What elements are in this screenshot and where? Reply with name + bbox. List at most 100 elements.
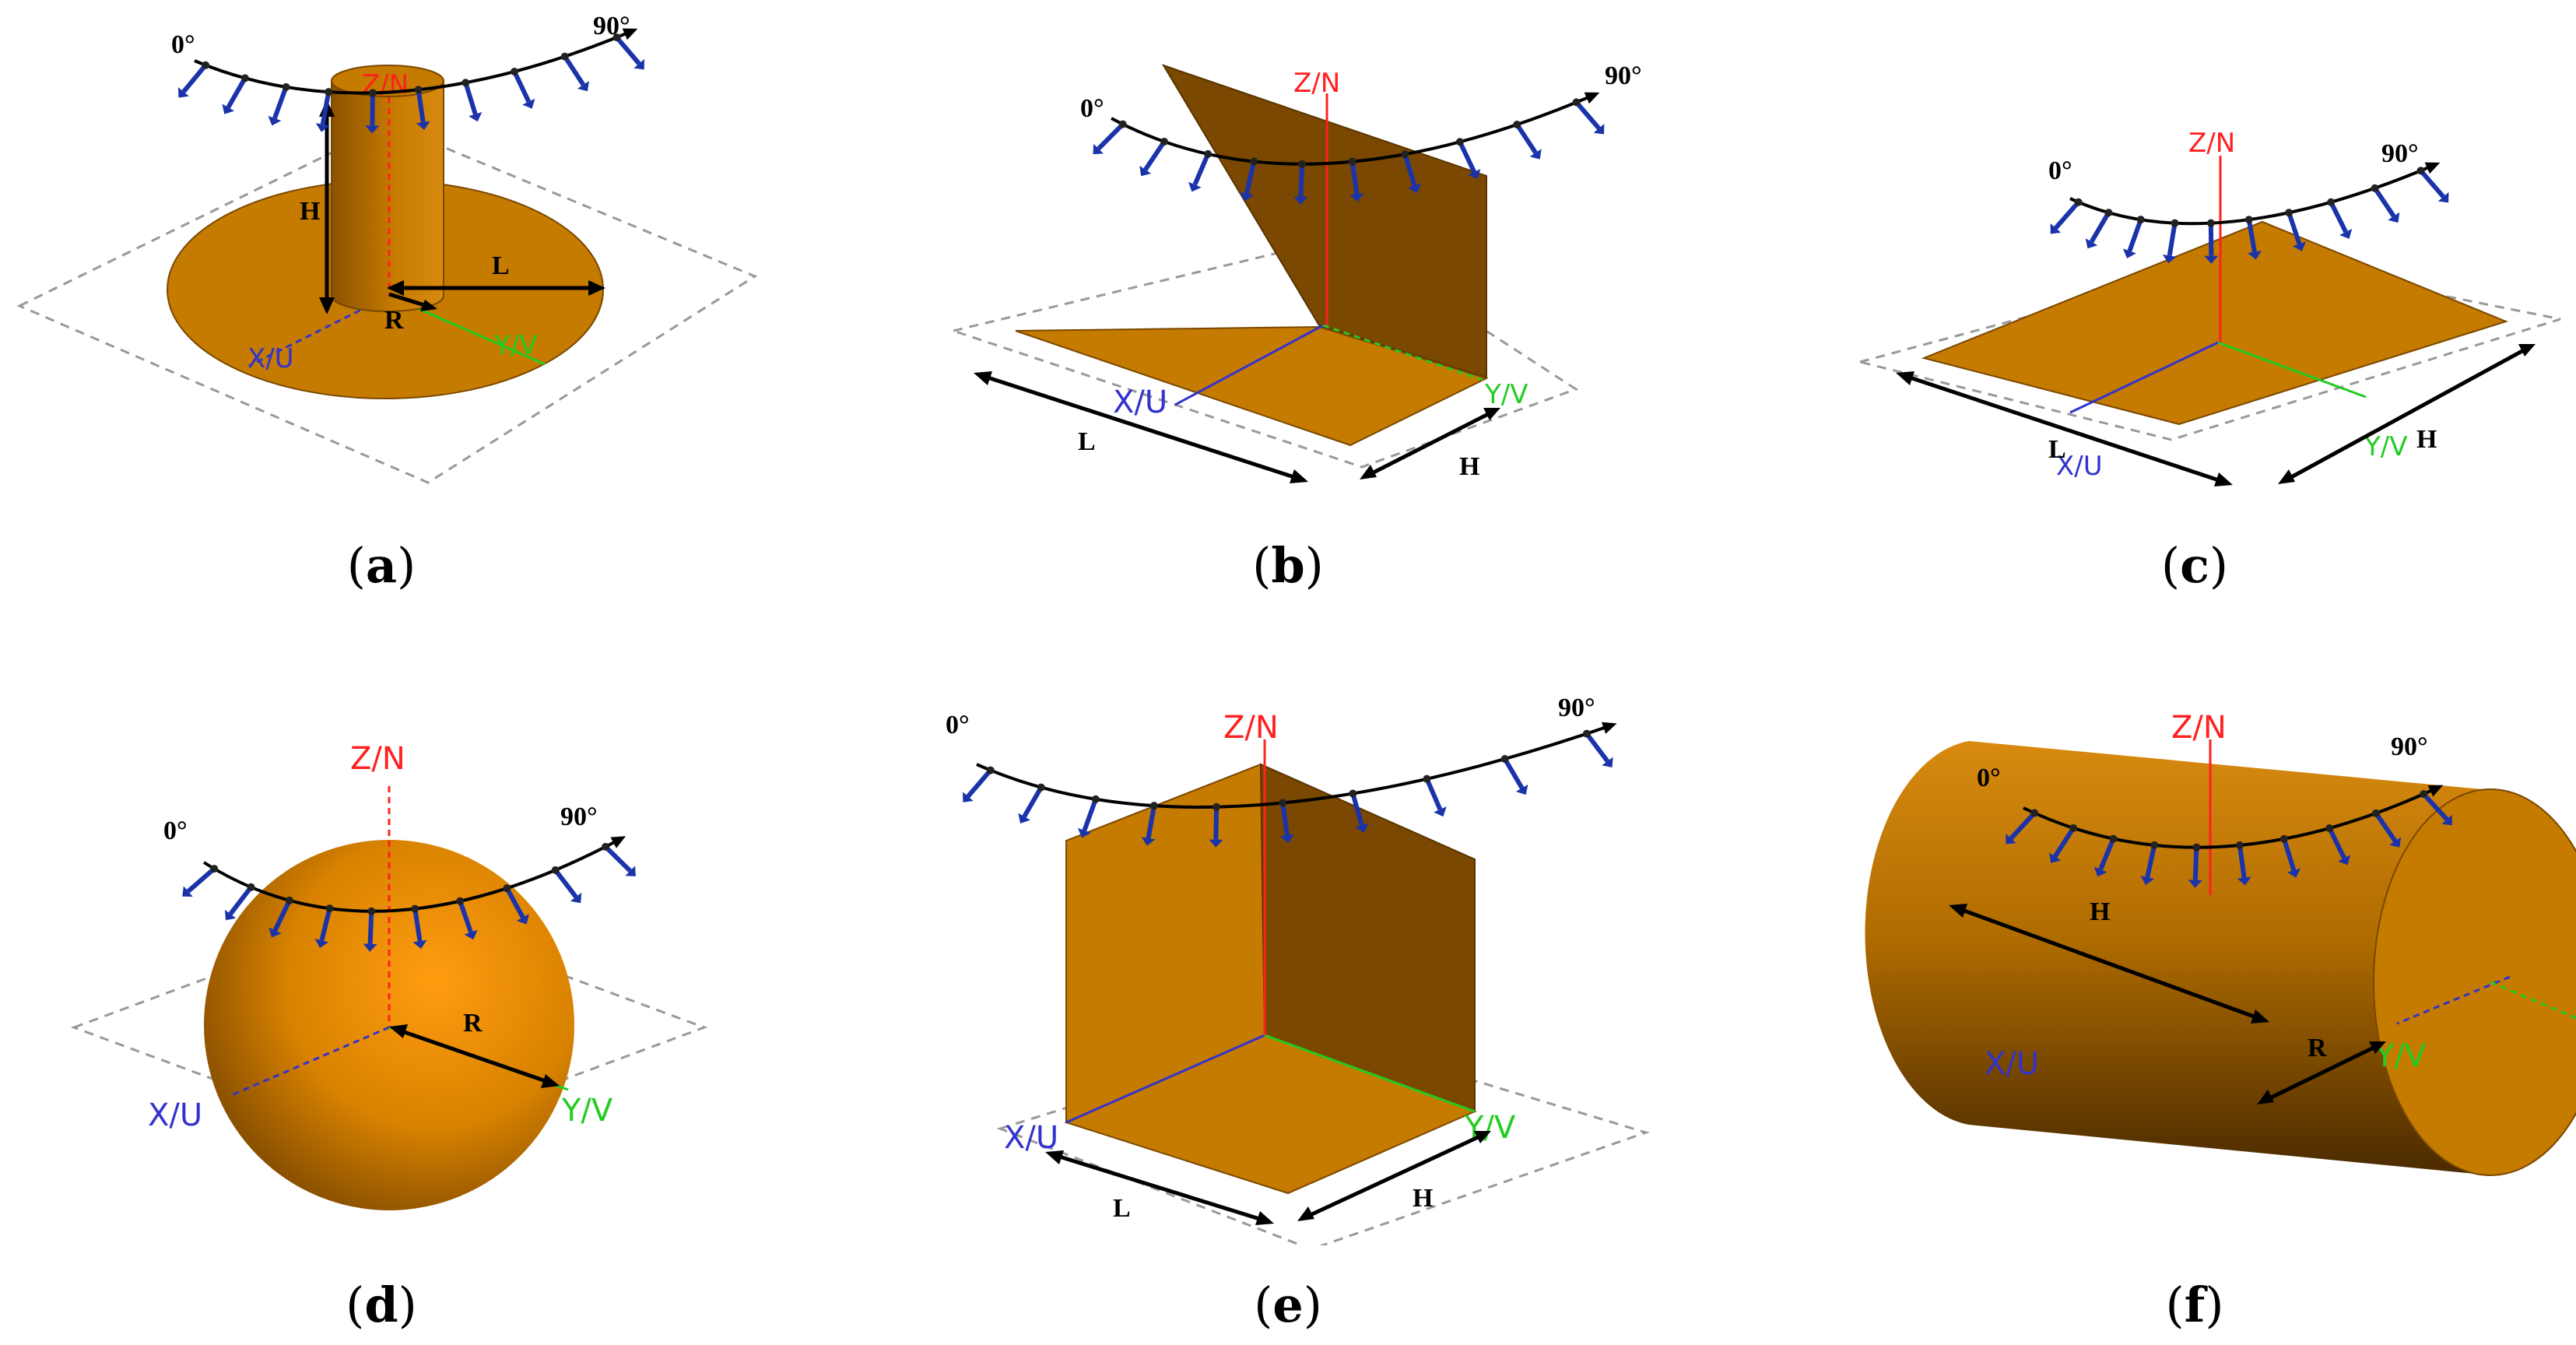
dim-arrowhead bbox=[588, 280, 605, 296]
direction-arrowhead bbox=[1407, 183, 1422, 194]
x-axis-label: X/U bbox=[247, 343, 294, 374]
arc-node bbox=[1118, 120, 1127, 128]
direction-arrow bbox=[186, 866, 216, 894]
direction-arrowhead bbox=[1141, 837, 1156, 846]
arc-node bbox=[2279, 834, 2288, 843]
angle-end-label: 90° bbox=[2391, 732, 2428, 761]
direction-arrowhead bbox=[2140, 876, 2155, 885]
direction-arrowhead bbox=[2339, 228, 2353, 239]
direction-arrowhead bbox=[1593, 124, 1605, 135]
direction-arrowhead bbox=[224, 909, 237, 921]
x-axis-label: X/U bbox=[148, 1097, 202, 1133]
dim-arrowhead bbox=[420, 300, 437, 311]
arc-node bbox=[1250, 157, 1258, 166]
x-axis-line bbox=[2069, 341, 2219, 414]
direction-arrowhead bbox=[1279, 834, 1294, 844]
direction-arrow bbox=[1402, 153, 1417, 187]
angle-arc bbox=[2050, 162, 2449, 264]
arc-node bbox=[2136, 216, 2145, 224]
arc-end-arrowhead bbox=[1584, 92, 1600, 104]
arc-node bbox=[1513, 121, 1521, 129]
angle-arc bbox=[963, 722, 1617, 848]
direction-arrow bbox=[1082, 798, 1098, 831]
arc-end-arrowhead bbox=[622, 28, 638, 40]
direction-arrow bbox=[2373, 187, 2396, 218]
arc-node bbox=[2104, 209, 2113, 217]
dim-arrowhead bbox=[1483, 408, 1500, 420]
dim-arrowhead bbox=[1896, 371, 1914, 385]
direction-arrowhead bbox=[625, 866, 636, 876]
arc-node bbox=[503, 884, 511, 893]
dim-arrowhead bbox=[1474, 1131, 1491, 1143]
arc-node bbox=[2420, 790, 2428, 799]
direction-arrowhead bbox=[314, 939, 329, 948]
direction-arrowhead bbox=[412, 939, 427, 950]
direction-arrow bbox=[603, 845, 632, 873]
direction-arrow bbox=[2089, 211, 2111, 244]
direction-arrowhead bbox=[1468, 168, 1481, 179]
panel-c-diagram: Z/N X/U Y/V L H 0° 90° bbox=[1855, 128, 2561, 486]
angle-arc bbox=[182, 836, 636, 952]
dim-arrowhead bbox=[974, 371, 992, 385]
arc-node bbox=[551, 866, 560, 874]
dim-arrowhead bbox=[1045, 1150, 1064, 1164]
y-axis-line bbox=[2490, 981, 2576, 1020]
z-axis-label: Z/N bbox=[362, 69, 409, 100]
direction-arrowhead bbox=[2286, 868, 2301, 878]
z-axis-label: Z/N bbox=[2188, 128, 2235, 159]
direction-arrow bbox=[2421, 792, 2449, 821]
z-axis-label: Z/N bbox=[2171, 710, 2227, 746]
panel-d-diagram: Z/N X/U Y/V R 0° 90° bbox=[70, 741, 708, 1210]
direction-arrow bbox=[367, 911, 374, 944]
arc-node bbox=[1348, 157, 1356, 166]
direction-arrowhead bbox=[1188, 181, 1202, 192]
arc-node bbox=[2192, 843, 2201, 852]
arc-node bbox=[1455, 138, 1464, 146]
direction-arrow bbox=[319, 908, 332, 941]
arc-node bbox=[325, 88, 333, 97]
arc-node bbox=[1204, 149, 1213, 158]
direction-arrow bbox=[1574, 100, 1601, 130]
caption-e: (e) bbox=[1254, 1277, 1322, 1333]
direction-arrow bbox=[226, 76, 247, 109]
direction-arrowhead bbox=[1293, 196, 1308, 205]
dim-arrowhead bbox=[1290, 469, 1308, 483]
dim-arrowhead bbox=[1949, 904, 1967, 918]
x-axis-label: X/U bbox=[1985, 1046, 2039, 1082]
x-axis-label: X/U bbox=[1004, 1120, 1058, 1156]
dim-label-h: H bbox=[1459, 452, 1479, 481]
arc-node bbox=[456, 897, 465, 905]
direction-arrow bbox=[1244, 160, 1257, 195]
arc-node bbox=[1279, 799, 1287, 807]
dim-arrow-l bbox=[1051, 1152, 1268, 1224]
arc-node bbox=[1572, 98, 1581, 107]
direction-arrow bbox=[2419, 169, 2445, 198]
direction-arrow bbox=[2127, 219, 2143, 252]
dim-arrowhead bbox=[2251, 1010, 2269, 1024]
arc-node bbox=[247, 883, 255, 891]
dim-arrowhead bbox=[319, 297, 335, 314]
direction-arrow bbox=[416, 89, 426, 123]
direction-arrowhead bbox=[2237, 876, 2251, 886]
angle-end-label: 90° bbox=[560, 802, 598, 831]
arc-node bbox=[368, 89, 377, 97]
direction-arrowhead bbox=[2248, 251, 2262, 260]
z-axis-label: Z/N bbox=[350, 741, 405, 777]
direction-arrow bbox=[1143, 140, 1167, 171]
direction-arrowhead bbox=[1515, 784, 1528, 795]
direction-arrowhead bbox=[2006, 834, 2016, 845]
angle-start-label: 0° bbox=[1977, 764, 2001, 792]
dim-label-h: H bbox=[300, 197, 320, 226]
y-axis-line bbox=[1264, 1034, 1476, 1113]
arc-node bbox=[986, 766, 995, 774]
angle-end-label: 90° bbox=[1605, 61, 1642, 90]
dim-arrowhead bbox=[2369, 1041, 2386, 1054]
direction-arrowhead bbox=[2292, 241, 2307, 251]
arc-node bbox=[1149, 802, 1158, 810]
dim-arrowhead bbox=[2278, 469, 2295, 484]
arc-node bbox=[1423, 774, 1431, 783]
dim-label-l: L bbox=[1078, 427, 1096, 456]
x-axis-line bbox=[1065, 1034, 1265, 1124]
dim-label-r: R bbox=[384, 306, 404, 335]
arc-node bbox=[602, 842, 610, 851]
